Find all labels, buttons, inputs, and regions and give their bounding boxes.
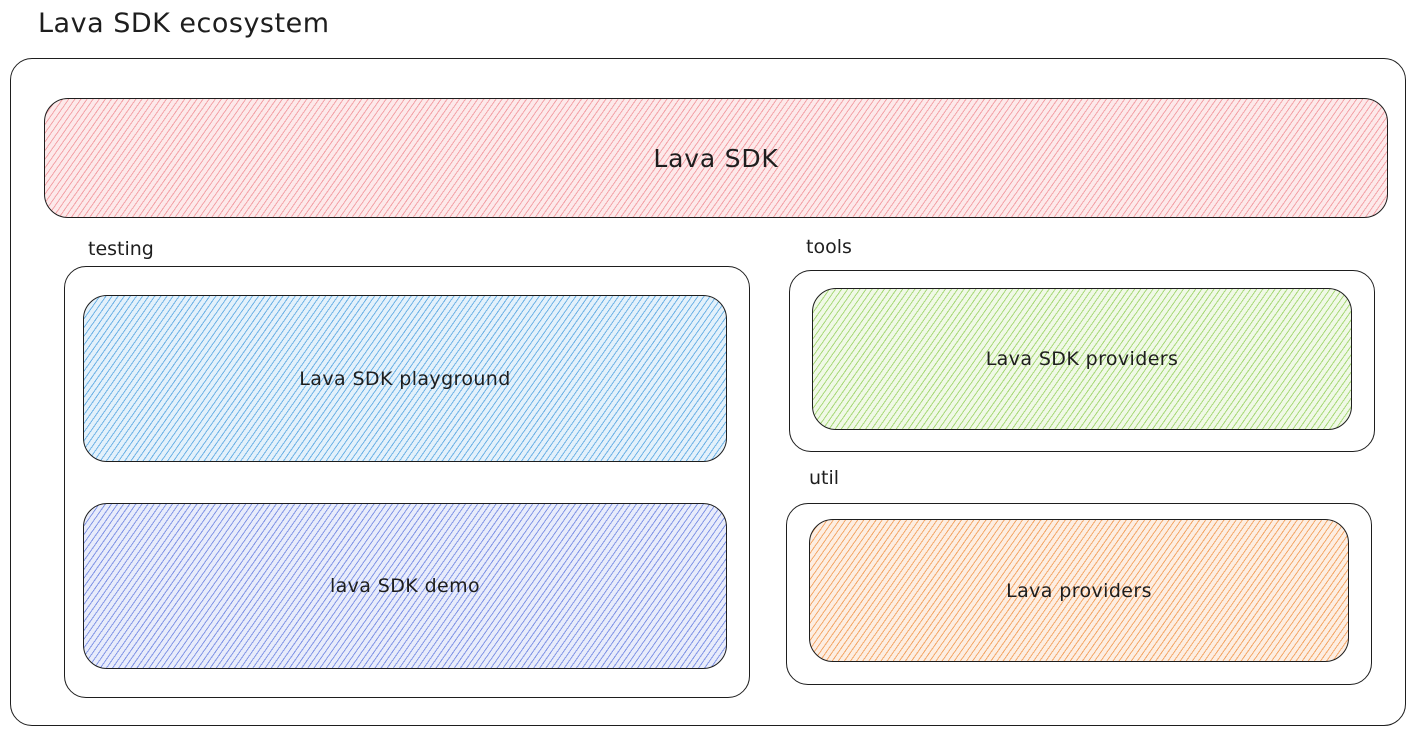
lava-sdk-demo-label: lava SDK demo — [329, 575, 481, 597]
tools-group-frame — [789, 270, 1375, 452]
lava-sdk-playground-label: Lava SDK playground — [299, 367, 511, 390]
util-group-frame — [786, 503, 1372, 685]
tools-group-label: tools — [806, 236, 852, 258]
lava-sdk-label: Lava SDK — [653, 143, 779, 173]
lava-sdk-box[interactable]: Lava SDK — [44, 98, 1388, 218]
diagram-title: Lava SDK ecosystem — [38, 8, 330, 39]
lava-sdk-providers-box[interactable]: Lava SDK providers — [812, 288, 1352, 430]
ecosystem-frame — [10, 58, 1406, 726]
lava-sdk-playground-box[interactable]: Lava SDK playground — [83, 295, 727, 462]
util-group-label: util — [809, 467, 840, 489]
lava-sdk-demo-box[interactable]: lava SDK demo — [83, 503, 727, 669]
testing-group-label: testing — [88, 238, 154, 260]
lava-sdk-providers-label: Lava SDK providers — [985, 348, 1179, 370]
testing-group-frame — [64, 266, 750, 698]
lava-providers-label: Lava providers — [1006, 579, 1152, 602]
lava-providers-box[interactable]: Lava providers — [809, 519, 1349, 662]
